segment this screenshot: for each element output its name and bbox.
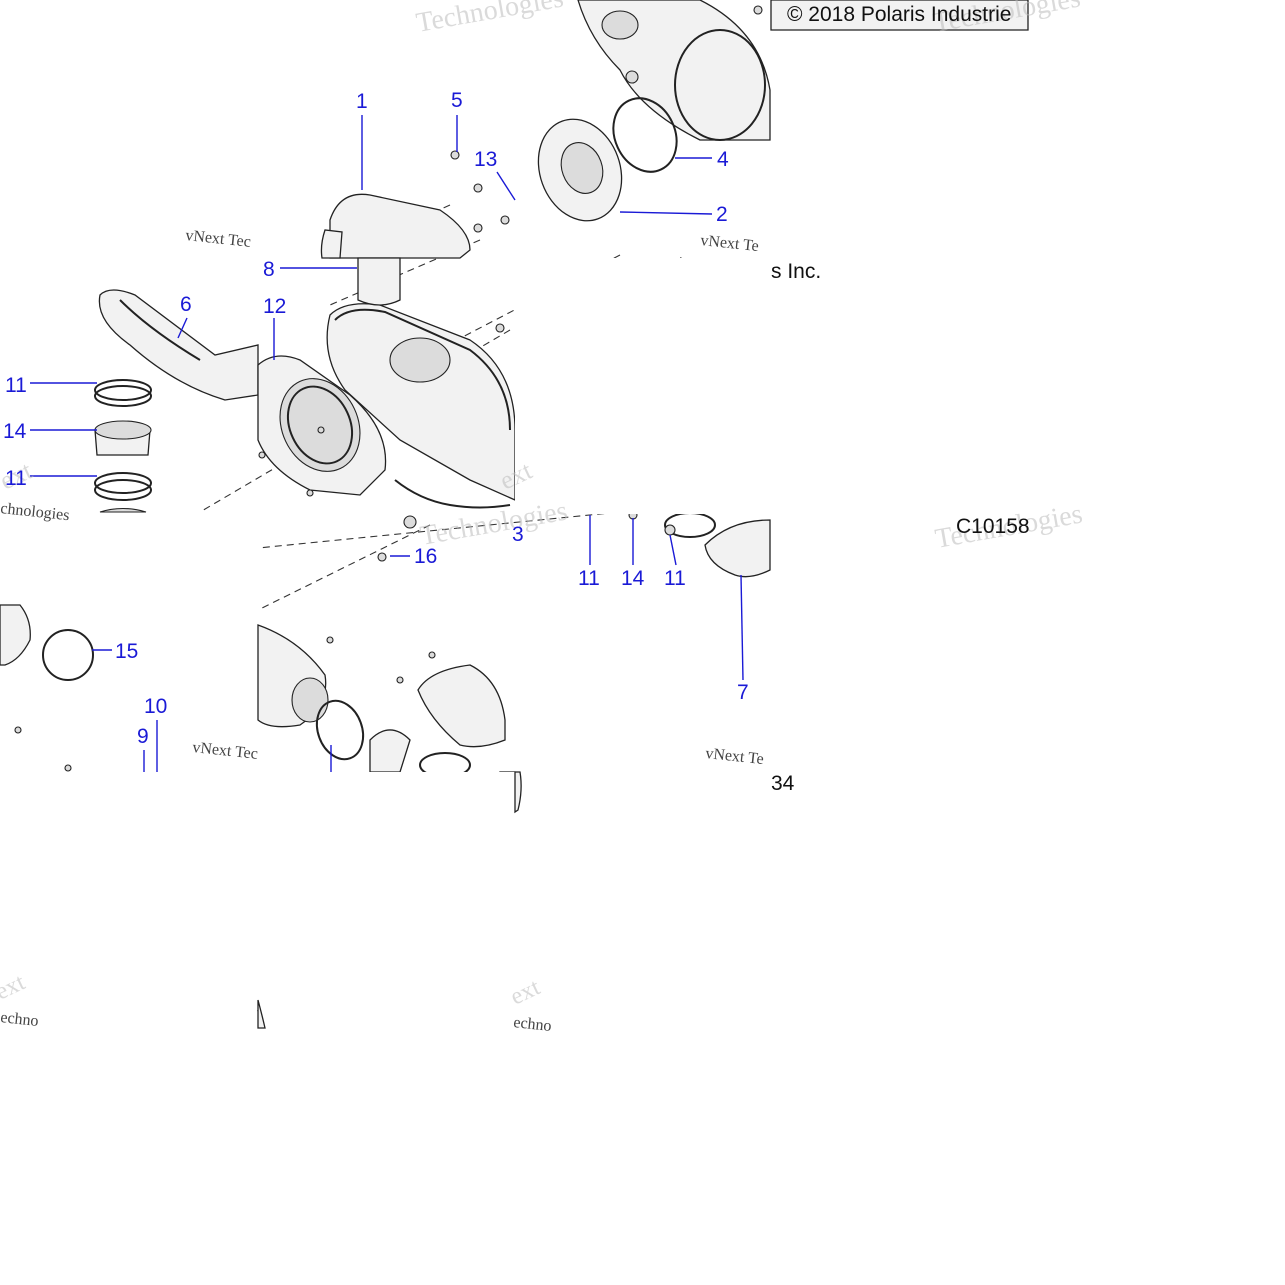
- callout-1: 1: [356, 90, 368, 113]
- callout-14: 14: [3, 420, 27, 443]
- callout-12: 12: [263, 295, 286, 318]
- outlet-duct: [98, 289, 259, 401]
- callout-3: 3: [512, 523, 524, 546]
- callout-11: 11: [578, 567, 600, 590]
- callout-6: 6: [180, 293, 192, 316]
- overflow-fragments: [257, 0, 1029, 1029]
- lower-duct-fragments: [0, 604, 516, 1029]
- callout-16: 16: [414, 545, 437, 568]
- callout-4: 4: [717, 148, 729, 171]
- callout-13: 13: [474, 148, 497, 171]
- hose-clamp-stack: [94, 379, 152, 513]
- callout-11: 11: [5, 467, 27, 490]
- watermark-text: vNext Te: [700, 232, 760, 255]
- callout-8: 8: [263, 258, 275, 281]
- watermark-text: Technologies: [414, 0, 566, 39]
- callout-14: 14: [621, 567, 645, 590]
- seal-ring: [612, 97, 678, 173]
- watermark-text: vNext Tec: [192, 739, 259, 763]
- callout-7: 7: [737, 681, 749, 704]
- watermark-text: vNext Te: [705, 745, 765, 768]
- footer-fragment: 34: [771, 772, 795, 795]
- clutch-outer-cover: [320, 193, 516, 502]
- watermark-text: echno: [0, 1009, 39, 1030]
- callout-5: 5: [451, 89, 463, 112]
- callout-10: 10: [144, 695, 167, 718]
- intake-duct: [357, 257, 401, 306]
- callout-11: 11: [664, 567, 686, 590]
- callout-9: 9: [137, 725, 149, 748]
- duct-flange: [257, 355, 387, 496]
- copyright-text: © 2018 Polaris Industrie: [787, 3, 1011, 26]
- watermark-text: vNext Tec: [185, 227, 252, 251]
- callout-labels: 1 2 3 4 5 6 7 8 9 10 11 11 11 11 12 13 1…: [3, 89, 749, 748]
- watermark-text: echno: [513, 1014, 553, 1035]
- callout-2: 2: [716, 203, 728, 226]
- fasteners: [14, 150, 510, 772]
- copyright-fragment: s Inc.: [771, 260, 821, 283]
- inner-cover-fragment: [577, 0, 771, 141]
- coupler-assembly: [628, 510, 771, 578]
- watermark-text: chnologies: [0, 500, 70, 524]
- cover-plate: [537, 118, 623, 222]
- figure-id: C10158: [956, 515, 1030, 538]
- callout-11: 11: [5, 374, 27, 397]
- callout-15: 15: [115, 640, 138, 663]
